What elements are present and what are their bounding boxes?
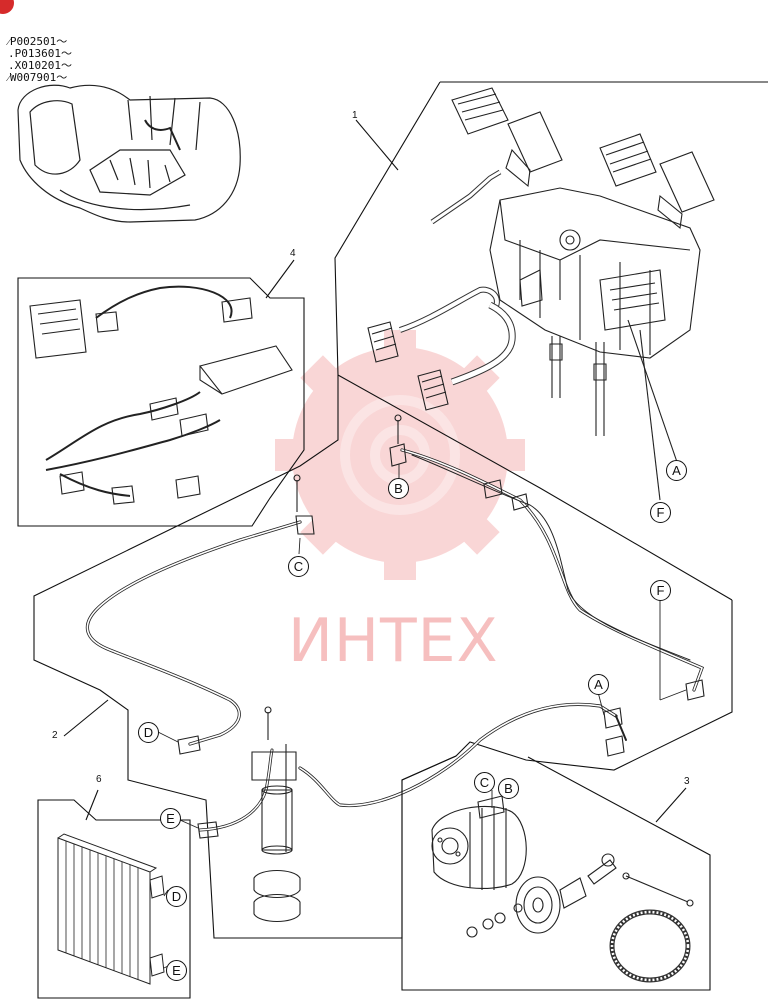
controller-harness (29, 285, 293, 505)
serial-range-4: ⁄W007901～ (8, 71, 68, 84)
section-6-outline (37, 789, 191, 999)
callout-leaders (157, 464, 687, 969)
callout-e-condenser: E (166, 960, 187, 981)
section-2-outline (33, 375, 733, 939)
compressor (431, 795, 694, 983)
callout-b-compressor: B (498, 778, 519, 799)
part-number-2: 2 (52, 730, 58, 741)
callout-e-pipe: E (160, 808, 181, 829)
condenser (57, 833, 165, 985)
part-number-4: 4 (290, 248, 296, 259)
part-number-1: 1 (352, 110, 358, 121)
receiver-drier (251, 706, 301, 923)
serial-range-3: .X010201～ (8, 59, 72, 72)
cab-overview (17, 84, 241, 223)
callout-a-upper: A (666, 460, 687, 481)
corner-badge (0, 0, 14, 14)
callout-a-pipe: A (588, 674, 609, 695)
serial-range-2: .P013601～ (8, 47, 72, 60)
part-number-6: 6 (96, 774, 102, 785)
callout-c-compressor: C (474, 772, 495, 793)
callout-f-upper: F (650, 502, 671, 523)
callout-c-pipe: C (288, 556, 309, 577)
part-number-3: 3 (684, 776, 690, 787)
section-3-outline (401, 755, 711, 991)
piping-fittings (177, 414, 705, 839)
hvac-unit (367, 87, 715, 501)
callout-d-condenser: D (166, 886, 187, 907)
callout-b-pipe: B (388, 478, 409, 499)
serial-range-1: ⁄P002501～ (8, 35, 68, 48)
watermark-text: ИНТЕХ (288, 606, 499, 676)
callout-f-pipe: F (650, 580, 671, 601)
section-4-outline (17, 259, 305, 527)
callout-d-pipe: D (138, 722, 159, 743)
watermark-gear-icon (275, 330, 525, 580)
